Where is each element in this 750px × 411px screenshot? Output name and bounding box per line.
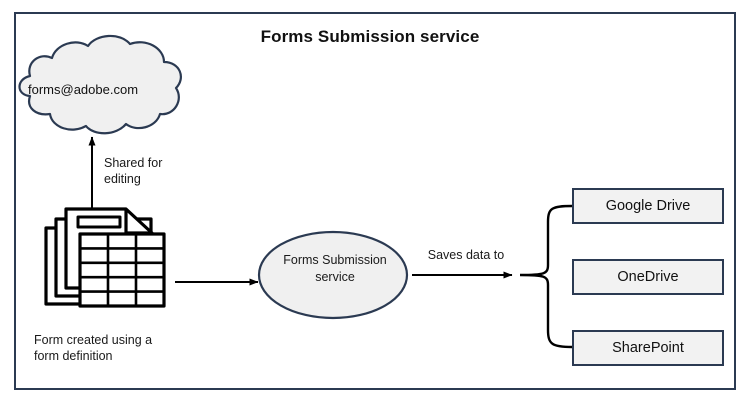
shared-for-editing-label-line1: Shared for [104,156,163,170]
form-icon-caption: Form created using a form definition [34,332,194,365]
form-icon-caption-line2: form definition [34,349,113,364]
cloud-shape [18,34,182,135]
destination-brace [519,204,574,349]
destination-box-label: OneDrive [617,269,679,285]
destination-box-label: Google Drive [605,198,691,214]
form-document-icon [44,207,166,308]
service-ellipse-label: Forms Submission service [262,252,408,286]
service-ellipse-label-line1: Forms Submission [283,253,387,267]
form-icon-caption-line1: Form created using a [34,333,153,347]
saves-data-to-label: Saves data to [427,248,505,262]
destination-box-sharepoint[interactable]: SharePoint [572,330,724,366]
cloud-label: forms@adobe.com [28,82,139,97]
destination-box-onedrive[interactable]: OneDrive [572,259,724,295]
forms-submission-service-ellipse [257,230,409,320]
shared-for-editing-label: Shared for editing [104,156,184,187]
service-ellipse-label-line2: service [315,269,355,284]
destination-box-google-drive[interactable]: Google Drive [572,188,724,224]
shared-for-editing-label-line2: editing [104,171,141,186]
cloud-outline [18,34,182,135]
destination-box-label: SharePoint [612,340,684,356]
page-title: Forms Submission service [260,27,480,46]
